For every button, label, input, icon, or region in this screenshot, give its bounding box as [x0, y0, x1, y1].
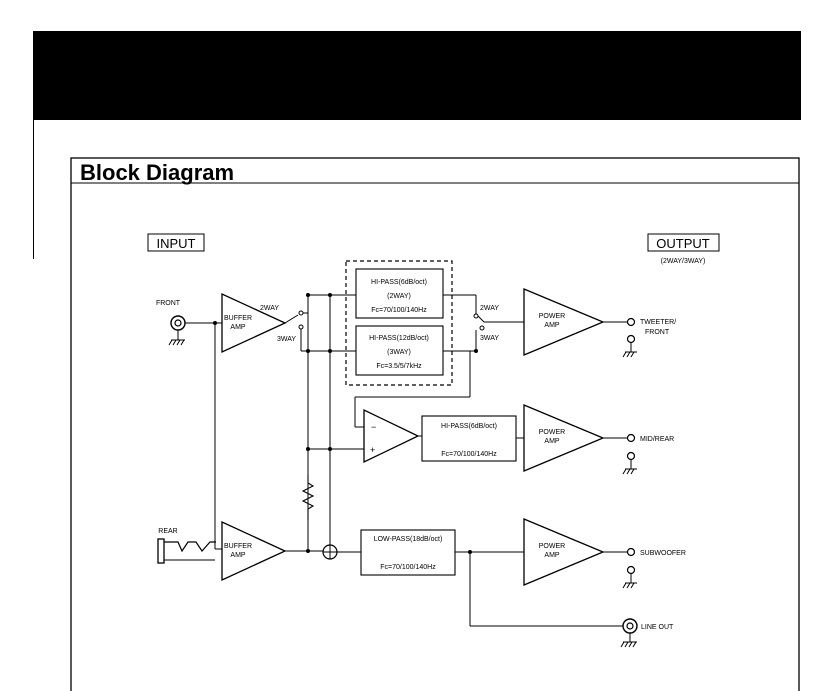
switch-left-2way: 2WAY [260, 305, 279, 312]
output-label: OUTPUT [656, 236, 710, 251]
line-out-label: LINE OUT [641, 624, 674, 631]
front-buffer-amp [221, 292, 287, 354]
ground-icon [622, 351, 635, 358]
op-amp-minus: − [371, 422, 376, 432]
lowpass-line-2: Fc=70/100/140Hz [380, 564, 436, 571]
hipass-3way-line-1: HI-PASS(12dB/oct) [369, 335, 429, 342]
switch-right-contact-2way [473, 313, 479, 319]
mixing-op-amp [363, 408, 420, 464]
hipass-mid-line-2: Fc=70/100/140Hz [441, 451, 497, 458]
switch-left-3way: 3WAY [277, 336, 296, 343]
switch-left-contact-3way [298, 324, 304, 330]
rear-input-jack [157, 538, 216, 564]
front-input-label: FRONT [156, 300, 181, 307]
switch-right-3way: 3WAY [480, 335, 499, 342]
input-label-box [147, 233, 205, 252]
hipass-2way-line-2: (2WAY) [387, 293, 411, 300]
power-amp-1 [523, 288, 605, 356]
front-buffer-amp-label-1: BUFFER [224, 315, 252, 322]
power-amp-3 [523, 518, 605, 586]
output-sublabel: (2WAY/3WAY) [661, 258, 706, 265]
tweeter-output-label-1: TWEETER/ [640, 319, 676, 326]
lowpass-line-1: LOW-PASS(18dB/oct) [374, 536, 443, 543]
output-label-box [647, 233, 720, 252]
power-amp-1-label-1: POWER [539, 313, 565, 320]
diagram-title: Block Diagram [80, 160, 234, 185]
subwoofer-output-terminal [626, 547, 636, 557]
power-amp-2-label-1: POWER [539, 429, 565, 436]
input-label: INPUT [157, 236, 196, 251]
tweeter-output-label-2: FRONT [645, 329, 670, 336]
hipass-mid-line-1: HI-PASS(6dB/oct) [441, 423, 497, 430]
ground-icon [168, 339, 185, 346]
mid-output-label: MID/REAR [640, 436, 674, 443]
rear-buffer-amp-label-1: BUFFER [224, 543, 252, 550]
hipass-2way-filter [355, 268, 444, 319]
power-amp-2 [523, 404, 605, 472]
hipass-3way-line-3: Fc=3.5/5/7kHz [376, 363, 422, 370]
mid-output-terminal [626, 433, 636, 443]
rear-input-label: REAR [158, 528, 177, 535]
hipass-2way-line-3: Fc=70/100/140Hz [371, 307, 427, 314]
ground-icon [620, 641, 637, 648]
diagram-frame [70, 157, 800, 691]
resistor-symbol [301, 475, 315, 520]
rear-buffer-amp-label-2: AMP [230, 552, 246, 559]
op-amp-plus: + [370, 445, 375, 455]
hipass-3way-line-2: (3WAY) [387, 349, 411, 356]
switch-right-contact-3way [479, 325, 485, 331]
power-amp-1-label-2: AMP [544, 322, 560, 329]
power-amp-3-label-2: AMP [544, 552, 560, 559]
header-banner [33, 31, 801, 119]
hipass-group-dashed-box [345, 260, 453, 386]
ground-icon [622, 582, 635, 589]
switch-left-contact-2way [298, 310, 304, 316]
margin-rule [33, 119, 34, 259]
tweeter-output-terminal [626, 317, 636, 327]
front-buffer-amp-label-2: AMP [230, 324, 246, 331]
power-amp-2-label-2: AMP [544, 438, 560, 445]
line-out-jack [622, 618, 638, 634]
ground-icon [622, 468, 635, 475]
rear-buffer-amp [221, 520, 287, 582]
hipass-2way-line-1: HI-PASS(6dB/oct) [371, 279, 427, 286]
switch-right-2way: 2WAY [480, 305, 499, 312]
header-rule [33, 119, 801, 120]
front-input-jack [170, 315, 186, 331]
power-amp-3-label-1: POWER [539, 543, 565, 550]
subwoofer-output-label: SUBWOOFER [640, 550, 686, 557]
